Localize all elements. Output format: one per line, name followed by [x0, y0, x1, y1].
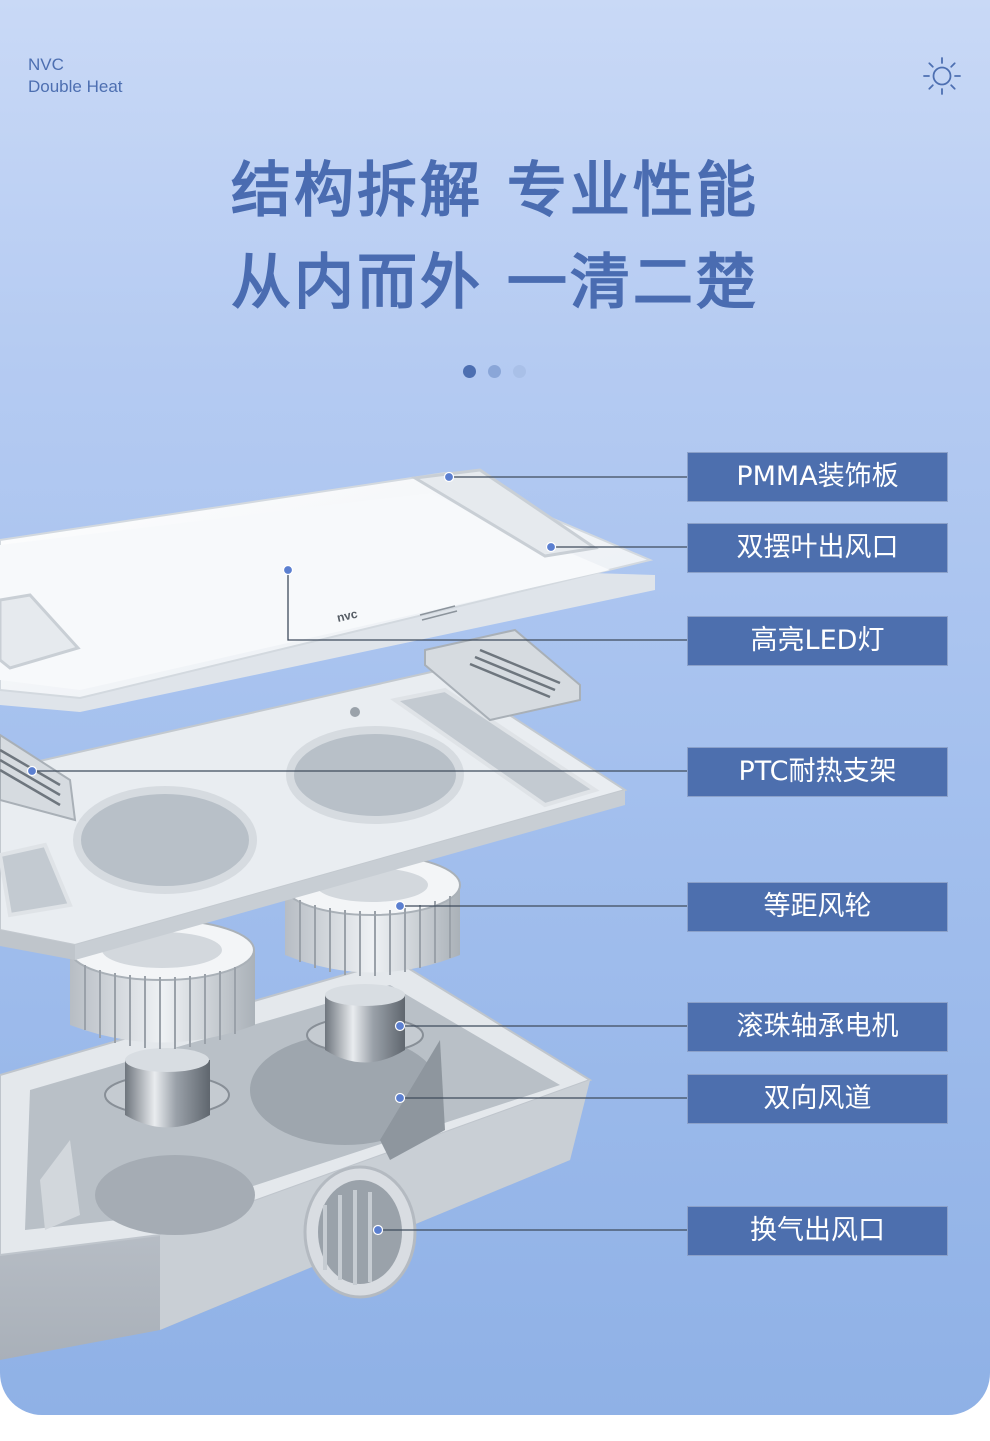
svg-text:nvc: nvc [336, 607, 360, 625]
headline-line-1: 结构拆解 专业性能 [231, 156, 759, 226]
callout-dual-air-duct: 双向风道 [687, 1074, 948, 1124]
callout-led-light: 高亮LED灯 [687, 616, 948, 666]
callout-dot-louver [545, 541, 557, 553]
motor-left [104, 1048, 230, 1128]
pager-dot-2[interactable] [488, 365, 501, 378]
callout-dual-louver-outlet: 双摆叶出风口 [687, 523, 948, 573]
callout-dot-exhaust [372, 1224, 384, 1236]
ptc-heater-blocks [0, 628, 581, 822]
callout-dot-fan [394, 900, 406, 912]
callout-pmma-panel: PMMA装饰板 [687, 452, 948, 502]
callout-fan-wheel: 等距风轮 [687, 882, 948, 932]
sun-icon [923, 57, 961, 95]
callout-dot-duct [394, 1092, 406, 1104]
exhaust-outlet [303, 1165, 417, 1299]
callout-dot-led [282, 564, 294, 576]
motor-right [306, 984, 424, 1063]
brand-line-2: Double Heat [28, 77, 123, 96]
callout-dot-pmma [443, 471, 455, 483]
brand: NVC Double Heat [28, 54, 123, 98]
fan-wheel-left [69, 919, 255, 1049]
pager-dot-3[interactable] [513, 365, 526, 378]
callout-dot-motor [394, 1020, 406, 1032]
headline-line-2: 从内而外 一清二楚 [231, 248, 759, 318]
callout-exhaust-outlet: 换气出风口 [687, 1206, 948, 1256]
callout-dot-ptc [26, 765, 38, 777]
brand-line-1: NVC [28, 55, 64, 74]
pager-dot-1[interactable] [463, 365, 476, 378]
ptc-bracket [0, 668, 628, 960]
pmma-panel: nvc [0, 468, 655, 712]
callout-ball-bearing-motor: 滚珠轴承电机 [687, 1002, 948, 1052]
callout-ptc-bracket: PTC耐热支架 [687, 747, 948, 797]
